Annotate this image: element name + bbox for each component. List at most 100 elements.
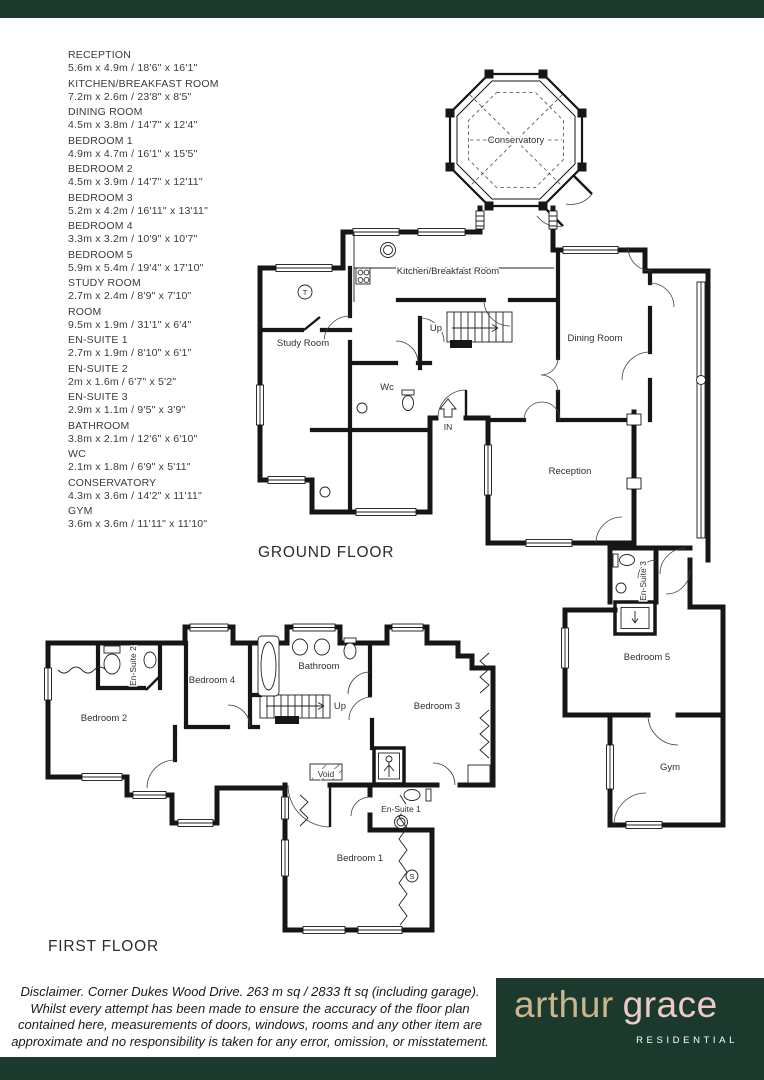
room-label-dining: Dining Room bbox=[568, 333, 623, 344]
room-label-conservatory: Conservatory bbox=[488, 135, 545, 146]
room-name: KITCHEN/BREAKFAST ROOM bbox=[68, 77, 219, 90]
void-hatch bbox=[309, 763, 343, 781]
room-dims: 4.3m x 3.6m / 14'2" x 11'11" bbox=[68, 489, 202, 502]
room-dims: 9.5m x 1.9m / 31'1" x 6'4" bbox=[68, 318, 192, 331]
ensuite3-fixtures bbox=[612, 553, 657, 636]
ensuite2-fixtures bbox=[103, 645, 161, 691]
ground-door-arcs bbox=[303, 246, 691, 826]
wc-fixtures bbox=[319, 389, 415, 498]
first-exterior-walls bbox=[45, 624, 496, 933]
stairs-up-label: Up bbox=[334, 701, 346, 712]
brand-name-second: grace bbox=[622, 984, 718, 1025]
stove-icon bbox=[355, 267, 371, 285]
room-dims: 4.5m x 3.9m / 14'7" x 12'11" bbox=[68, 176, 203, 188]
brand-tagline: RESIDENTIAL bbox=[636, 1035, 738, 1046]
room-name: EN-SUITE 1 bbox=[68, 334, 128, 346]
sink-icon bbox=[356, 402, 368, 414]
wardrobe-lines bbox=[57, 652, 491, 926]
room-name: EN-SUITE 3 bbox=[68, 391, 128, 403]
toilet-icon bbox=[612, 553, 619, 568]
room-label-ensuite1: En-Suite 1 bbox=[381, 804, 421, 814]
first-floor-plan: S Bedroom 2 En-Suite 2 Bedroom 4 Bathroo… bbox=[44, 623, 496, 934]
room-name: BEDROOM 4 bbox=[68, 220, 133, 232]
room-label-bedroom1: Bedroom 1 bbox=[337, 853, 383, 864]
room-dims: 2m x 1.6m / 6'7" x 5'2" bbox=[68, 375, 177, 388]
first-floor-title: FIRST FLOOR bbox=[48, 938, 159, 955]
svg-text:T: T bbox=[303, 288, 308, 297]
room-dims: 5.2m x 4.2m / 16'11" x 13'11" bbox=[68, 204, 209, 217]
toilet-icon bbox=[401, 389, 415, 396]
room-dims: 5.9m x 5.4m / 19'4" x 17'10" bbox=[68, 261, 204, 274]
ground-floor-plan: T bbox=[256, 69, 726, 829]
first-interior-walls bbox=[95, 640, 375, 763]
room-name: BEDROOM 1 bbox=[68, 134, 133, 147]
bathroom-fixtures bbox=[257, 635, 357, 697]
room-label-gym: Gym bbox=[660, 762, 680, 773]
room-label-kitchen: Kitchen/Breakfast Room bbox=[397, 266, 500, 277]
toilet-icon bbox=[343, 637, 357, 644]
top-green-band bbox=[0, 0, 764, 18]
sink-icon bbox=[143, 651, 157, 669]
room-name: STUDY ROOM bbox=[68, 277, 141, 289]
room-label-wc: Wc bbox=[380, 382, 394, 393]
room-name: BEDROOM 5 bbox=[68, 248, 133, 261]
ensuite1-fixtures bbox=[394, 788, 432, 829]
disclaimer-text: Disclaimer. Corner Dukes Wood Drive. 263… bbox=[11, 984, 489, 1049]
room-label-bedroom4: Bedroom 4 bbox=[189, 675, 235, 686]
room-name: WC bbox=[68, 448, 86, 460]
room-name: DINING ROOM bbox=[68, 106, 143, 118]
room-name: BATHROOM bbox=[68, 419, 130, 432]
room-dims: 2.7m x 2.4m / 8'9" x 7'10" bbox=[68, 290, 192, 302]
room-label-bathroom: Bathroom bbox=[298, 661, 339, 672]
room-dims: 4.9m x 4.7m / 16'1" x 15'5" bbox=[68, 147, 198, 160]
room-label-bedroom2: Bedroom 2 bbox=[81, 713, 127, 724]
sink-icon bbox=[615, 582, 627, 594]
room-dims: 4.5m x 3.8m / 14'7" x 12'4" bbox=[68, 119, 198, 131]
room-dims: 3.8m x 2.1m / 12'6" x 6'10" bbox=[68, 432, 198, 445]
room-name: BEDROOM 3 bbox=[68, 191, 133, 204]
wall-notch bbox=[626, 477, 642, 490]
stairs-up-label: Up bbox=[430, 323, 442, 334]
first-windows bbox=[44, 623, 424, 934]
room-dims: 2.9m x 1.1m / 9'5" x 3'9" bbox=[68, 404, 186, 416]
room-name: CONSERVATORY bbox=[68, 476, 157, 489]
sink-icon bbox=[292, 638, 308, 656]
room-label-bedroom3: Bedroom 3 bbox=[414, 701, 460, 712]
room-label-bedroom5: Bedroom 5 bbox=[624, 652, 670, 663]
room-name: BEDROOM 2 bbox=[68, 163, 133, 175]
room-dims: 7.2m x 2.6m / 23'8" x 8'5" bbox=[68, 90, 192, 103]
shower-icon bbox=[372, 746, 406, 786]
basin-icon bbox=[319, 486, 331, 498]
room-dims: 2.7m x 1.9m / 8'10" x 6'1" bbox=[68, 347, 192, 359]
room-dims: 3.3m x 3.2m / 10'9" x 10'7" bbox=[68, 233, 198, 245]
room-name: EN-SUITE 2 bbox=[68, 362, 128, 375]
shower-icon bbox=[613, 600, 657, 636]
first-staircase bbox=[259, 694, 331, 724]
entrance-arrow-icon bbox=[439, 398, 457, 418]
brand-name-first: arthur bbox=[514, 984, 614, 1025]
toilet-icon bbox=[103, 645, 121, 654]
ground-staircase bbox=[446, 311, 513, 348]
room-name: GYM bbox=[68, 505, 93, 517]
conservatory-octagon bbox=[445, 69, 593, 253]
svg-text:S: S bbox=[409, 872, 414, 881]
first-door-arcs bbox=[146, 671, 456, 828]
wall-notch bbox=[626, 413, 642, 426]
